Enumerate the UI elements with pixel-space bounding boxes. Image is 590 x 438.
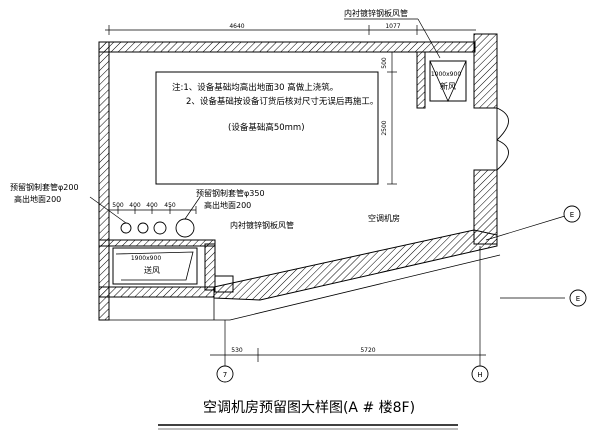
sleeves <box>120 218 195 238</box>
sleeve-4 <box>175 218 195 238</box>
dim-right-b: 2500 <box>381 120 388 135</box>
axis-label-right: H <box>477 371 482 379</box>
opening-top-label: 新风 <box>440 81 456 91</box>
duct-label-top: 内衬镀锌钢板风管 <box>344 8 408 18</box>
sleeve-2 <box>137 222 149 234</box>
axis-bubble-lower <box>569 289 587 307</box>
sleeve-1 <box>120 222 132 234</box>
sleeve-3 <box>153 221 167 235</box>
opening-bottom <box>112 247 198 285</box>
note-1: 注:1、设备基础均高出地面30 高做上浇筑。 <box>172 82 338 93</box>
walls <box>98 33 498 321</box>
axis-label-lower: E <box>576 295 580 303</box>
sleeve-mid-label-2: 高出地面200 <box>204 200 251 210</box>
wall-top <box>98 41 476 53</box>
axis-label-left: 7 <box>223 371 227 379</box>
axis-bubble-upper <box>563 205 581 223</box>
wall-left <box>98 41 110 321</box>
sleeve-left-label-2: 高出地面200 <box>14 194 61 204</box>
note-2: 2、设备基础按设备订货后核对尺寸无误后再施工。 <box>186 96 378 107</box>
opening-bottom-label: 送风 <box>144 265 160 275</box>
small-opening <box>214 275 234 293</box>
opening-top <box>429 60 467 102</box>
axis-bubble-right <box>471 365 489 383</box>
duct-label-mid: 内衬镀锌钢板风管 <box>230 220 294 230</box>
axis-label-upper: E <box>570 211 574 219</box>
drawing-title: 空调机房预留图大样图(A # 楼8F) <box>203 400 415 416</box>
dim-sleeve-3: 400 <box>146 202 158 209</box>
equipment-base <box>155 71 379 185</box>
dim-bottom-b: 5720 <box>360 347 375 354</box>
wall-partition <box>204 243 216 291</box>
dim-right-a: 500 <box>381 57 388 69</box>
axis-bubble-left <box>216 365 234 383</box>
wall-upper-room <box>416 51 426 109</box>
dim-sleeve-4: 450 <box>164 202 176 209</box>
door <box>496 107 509 171</box>
dim-sleeve-2: 400 <box>129 202 141 209</box>
dim-top-a: 4640 <box>229 23 244 30</box>
note-3: (设备基础高50mm) <box>228 122 305 133</box>
dim-top-b: 1077 <box>385 23 400 30</box>
room-label: 空调机房 <box>368 213 400 223</box>
wall-bottom-left <box>98 286 215 298</box>
opening-top-size: 1000x900 <box>431 71 461 78</box>
opening-bottom-size: 1900x900 <box>131 255 161 262</box>
dim-sleeve-1: 500 <box>112 202 124 209</box>
sleeve-mid-label-1: 预留钢制套管φ350 <box>196 188 265 198</box>
wall-partition-top <box>98 239 216 247</box>
dim-bottom-a: 530 <box>231 347 243 354</box>
wall-right-upper <box>473 33 498 109</box>
sleeve-left-label-1: 预留钢制套管φ200 <box>10 182 79 192</box>
